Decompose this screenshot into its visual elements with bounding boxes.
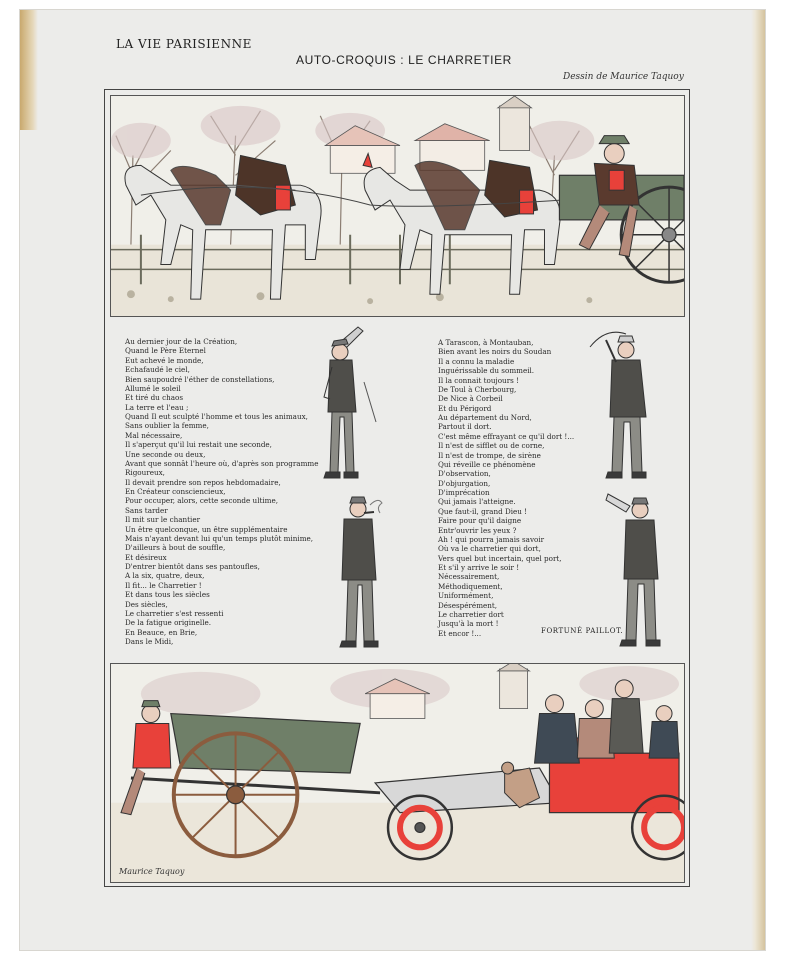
poem-line: A la six, quatre, deux, — [125, 571, 205, 581]
poem-line: Que faut-il, grand Dieu ! — [438, 506, 528, 516]
poem-line: Vers quel but incertain, quel port, — [438, 553, 562, 563]
poem-line: Uniformément, — [438, 591, 494, 601]
bottom-illustration-panel: Maurice Taquoy — [110, 663, 685, 883]
man-with-whip-figure — [586, 322, 674, 490]
poem-line: Une seconde ou deux, — [125, 449, 206, 459]
poem-line: Et dans tous les siècles — [125, 590, 210, 600]
sleeping-carter — [578, 135, 640, 258]
poem-line: De la fatigue originelle. — [125, 618, 212, 628]
poem-line: Et s'il y arrive le soir ! — [438, 563, 520, 572]
poem-line: Allumé le soleil — [125, 383, 181, 393]
poem-line: Désespérément, — [438, 600, 498, 610]
poem-line: Faire pour qu'il daigne — [438, 516, 522, 526]
poem-line: Bien avant les noirs du Soudan — [438, 347, 552, 357]
poem-line: La terre et l'eau ; — [125, 402, 189, 412]
page-title: AUTO-CROQUIS : LE CHARRETIER — [296, 53, 512, 67]
sleeping-carter-bottom — [120, 700, 172, 816]
man-blowing-horn-figure — [318, 322, 386, 490]
artist-signature: Maurice Taquoy — [119, 867, 185, 876]
poem-line: Où va le charretier qui dort, — [438, 544, 541, 554]
poem-line: Méthodiquement, — [438, 581, 503, 591]
poem-line: Partout il dort. — [438, 422, 492, 432]
poem-line: Avant que sonnât l'heure où, d'après son… — [125, 458, 319, 468]
poem-line: Et tiré du chaos — [125, 393, 184, 403]
poem-line: Il fit... le Charretier ! — [125, 580, 202, 590]
cart-and-motorcar-illustration — [111, 664, 684, 882]
poem-line: Pour occuper, alors, cette seconde ultim… — [125, 496, 279, 506]
poem-line: Qui jamais l'atteigne. — [438, 497, 516, 507]
poem-line: D'imprécation — [438, 488, 490, 497]
poem-line: Des siècles, — [125, 599, 168, 609]
illustration-credit: Dessin de Maurice Taquoy — [563, 72, 684, 82]
poem-line: En Beauce, en Brie, — [125, 627, 198, 637]
poem-line: Le charretier s'est ressenti — [125, 608, 224, 618]
poem-line: Nécessairement, — [438, 572, 500, 582]
poem-line: Il s'aperçut qu'il lui restait une secon… — [125, 440, 272, 450]
poem-line: Qui réveille ce phénomène — [438, 459, 536, 469]
poem-line: Mal nécessaire, — [125, 430, 183, 440]
poem-line: Et désireux — [125, 552, 167, 562]
poem-line: Echafaudé le ciel, — [125, 365, 190, 375]
poem-line: Il n'est de trompe, de sirène — [438, 450, 541, 460]
poem-line: En Créateur consciencieux, — [125, 487, 226, 496]
poem-line: Au département du Nord, — [438, 413, 532, 422]
magazine-name: LA VIE PARISIENNE — [116, 37, 252, 51]
poem-line: Mais n'ayant devant lui qu'un temps plut… — [125, 533, 314, 543]
poem-line: Il mit sur le chantier — [125, 515, 201, 525]
poem-line: Quand le Père Eternel — [125, 346, 206, 356]
dog — [501, 761, 541, 809]
poem-line: D'observation, — [438, 469, 491, 479]
poem-line: Et du Périgord — [438, 403, 492, 413]
poem-line: Il a connu la maladie — [438, 356, 515, 366]
poem-line: De Nice à Corbeil — [438, 394, 503, 404]
poem-line: De Toul à Cherbourg, — [438, 384, 517, 394]
poem-line: Rigoureux, — [125, 468, 165, 478]
poem-line: Sans tarder — [125, 505, 168, 515]
illustration-frame — [104, 89, 690, 887]
poem-line: Dans le Midi, — [125, 637, 174, 646]
horse-1 — [124, 154, 322, 300]
poem-line: Entr'ouvrir les yeux ? — [438, 525, 517, 535]
poem-line: Il devait prendre son repos hebdomadaire… — [125, 477, 281, 487]
poem-line: Le charretier dort — [438, 609, 504, 619]
poem-line: Inguérissable du sommeil. — [438, 366, 535, 376]
poem-line: A Tarascon, à Montauban, — [438, 338, 534, 347]
poem-signature: FORTUNÉ PAILLOT. — [541, 627, 624, 635]
poem-line: Eut achevé le monde, — [125, 355, 204, 365]
poem-line: Ah ! qui pourra jamais savoir — [438, 534, 545, 544]
poem-line: Un être quelconque, un être supplémentai… — [125, 524, 288, 534]
carter-asleep-illustration — [111, 96, 684, 316]
top-illustration-panel — [110, 95, 685, 317]
poem-left-column: Au dernier jour de la Création, Quand le… — [125, 337, 318, 646]
poem-right-column: A Tarascon, à Montauban, Bien avant les … — [438, 338, 574, 638]
poem-line: Et encor !... — [438, 628, 482, 638]
poem-line: Il n'est de sifflet ou de corne, — [438, 441, 545, 451]
poem-line: D'ailleurs à bout de souffle, — [125, 543, 226, 553]
poem-line: Bien saupoudré l'éther de constellations… — [125, 374, 275, 384]
poem-line: D'objurgation, — [438, 478, 491, 488]
poem-line: Au dernier jour de la Création, — [125, 337, 238, 346]
poem-line: Jusqu'à la mort ! — [438, 619, 499, 629]
poem-line: Sans oublier la femme, — [125, 421, 209, 431]
horse-2 — [362, 151, 561, 295]
poem-line: C'est même effrayant ce qu'il dort !... — [438, 431, 575, 441]
poem-line: Il la connait toujours ! — [438, 375, 519, 385]
motorists — [533, 679, 680, 764]
man-drinking-bottle-figure — [604, 484, 674, 660]
man-smoking-pipe-figure — [330, 495, 400, 660]
poem-line: D'entrer bientôt dans ses pantoufles, — [125, 562, 260, 571]
poem-line: Quand Il eut sculpté l'homme et tous les… — [125, 412, 308, 421]
hay-cart — [130, 712, 381, 859]
